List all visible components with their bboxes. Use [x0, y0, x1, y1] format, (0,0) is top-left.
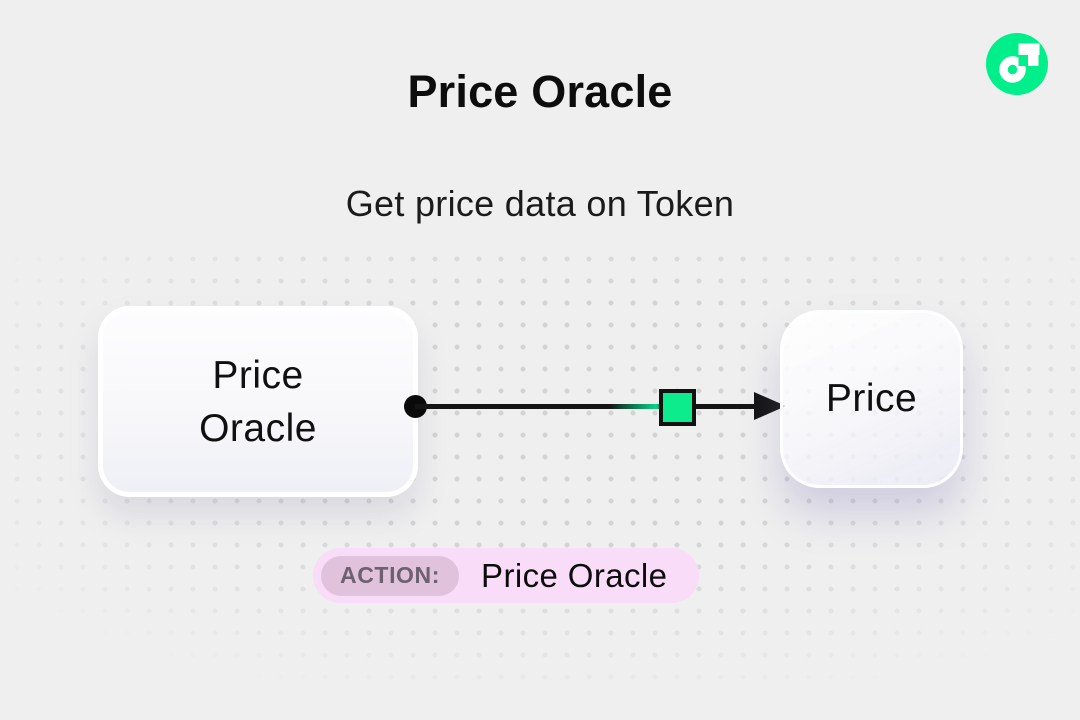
connector-line: [415, 404, 775, 409]
action-badge: ACTION: Price Oracle: [313, 548, 700, 603]
connector-marker-square: [659, 389, 696, 426]
page-subtitle: Get price data on Token: [345, 183, 735, 224]
action-badge-value: Price Oracle: [481, 556, 668, 594]
page-title: Price Oracle: [407, 66, 673, 117]
node-price-oracle: Price Oracle: [98, 306, 418, 497]
flow-logo-icon: [986, 33, 1048, 95]
action-badge-label: ACTION:: [321, 555, 460, 596]
node-price: Price: [780, 310, 963, 488]
